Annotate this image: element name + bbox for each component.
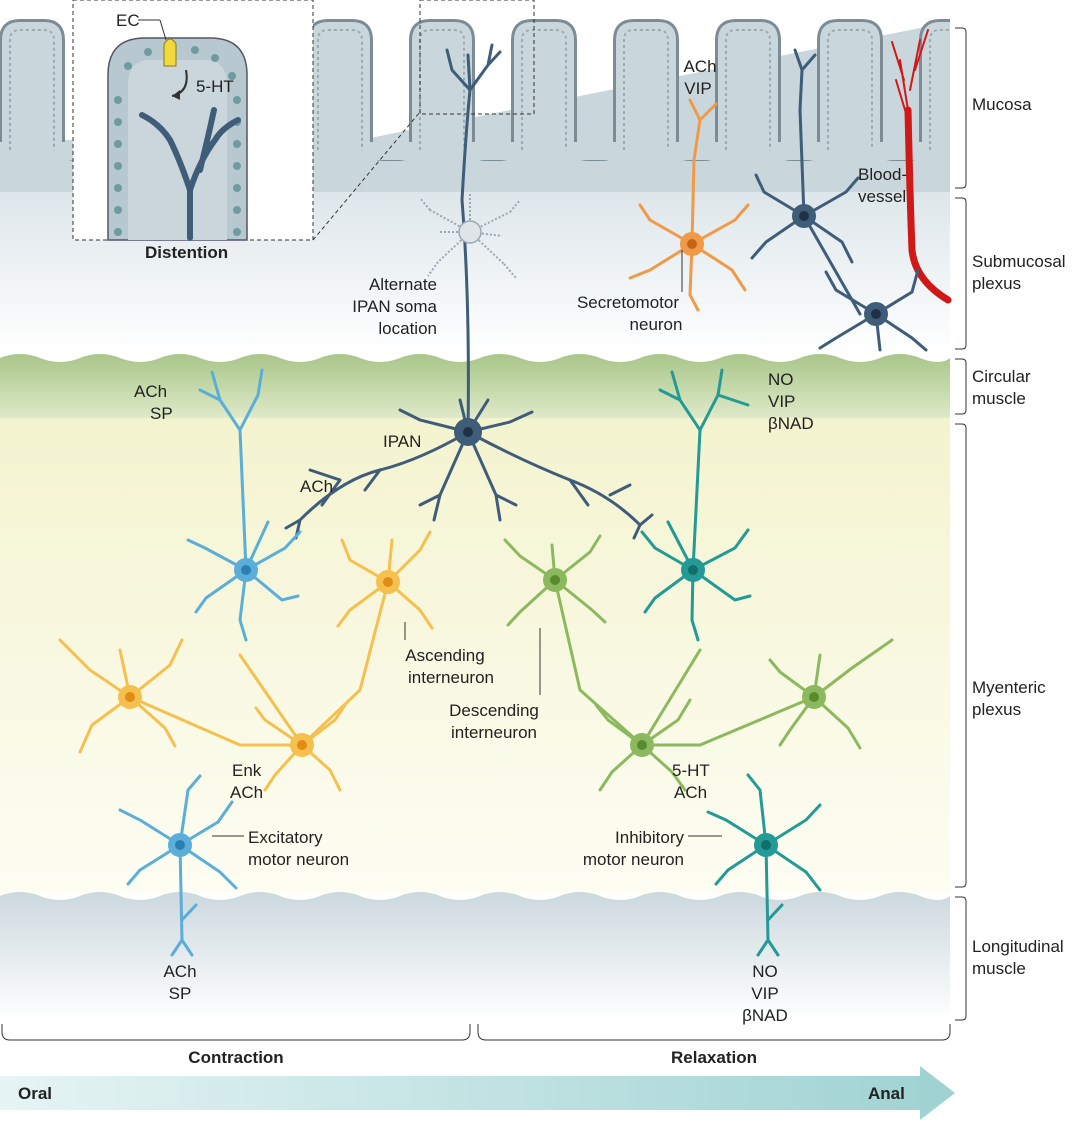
layer-circular-1: Circular <box>972 367 1031 386</box>
ec-cell <box>163 38 177 67</box>
ipan-tx-label: ACh <box>300 477 333 496</box>
secretomotor-label-2: neuron <box>630 315 683 334</box>
alt-ipan-label-2: IPAN soma <box>352 297 437 316</box>
circ-inh-tx-1: NO <box>768 370 794 389</box>
distention-inset: EC 5-HT Distention <box>72 0 535 262</box>
blood-vessel-label-1: Blood- <box>858 165 907 184</box>
ipan-neuron <box>284 43 654 540</box>
descending-label-1: Descending <box>449 701 539 720</box>
circular-muscle-band <box>0 354 950 418</box>
myenteric-band <box>0 418 950 893</box>
layer-mucosa: Mucosa <box>972 95 1032 114</box>
desc-tx-1: 5-HT <box>672 761 710 780</box>
contraction-label: Contraction <box>188 1048 283 1067</box>
alternate-ipan-soma <box>419 192 521 279</box>
secretomotor-tx-1: ACh <box>683 57 716 76</box>
asc-tx-2: ACh <box>230 783 263 802</box>
submucosal-neurons <box>750 48 928 352</box>
secretomotor-tx-2: VIP <box>684 79 711 98</box>
secretomotor-neuron <box>628 98 750 312</box>
layer-longitudinal-1: Longitudinal <box>972 937 1064 956</box>
inhibitory-label-1: Inhibitory <box>615 828 684 847</box>
relaxation-label: Relaxation <box>671 1048 757 1067</box>
asc-tx-1: Enk <box>232 761 262 780</box>
secretomotor-label-1: Secretomotor <box>577 293 679 312</box>
layer-longitudinal-2: muscle <box>972 959 1026 978</box>
circ-exc-tx-2: SP <box>150 404 173 423</box>
circ-exc-tx-1: ACh <box>134 382 167 401</box>
long-exc-tx-1: ACh <box>163 962 196 981</box>
bottom-brackets <box>1 1024 951 1041</box>
leader-lines <box>212 250 722 837</box>
desc-tx-2: ACh <box>674 783 707 802</box>
layer-labels: Mucosa Submucosal plexus Circular muscle… <box>972 95 1066 978</box>
layer-submucosal-1: Submucosal <box>972 252 1066 271</box>
anal-label: Anal <box>868 1084 905 1103</box>
descending-label-2: interneuron <box>451 723 537 742</box>
blood-vessel <box>891 29 952 304</box>
excitatory-motor-neuron-longitudinal <box>118 774 238 957</box>
long-exc-tx-2: SP <box>169 984 192 1003</box>
oral-label: Oral <box>18 1084 52 1103</box>
layer-brackets <box>955 27 967 1021</box>
long-inh-tx-2: VIP <box>751 984 778 1003</box>
longitudinal-muscle-band <box>0 892 950 1020</box>
layer-circular-2: muscle <box>972 389 1026 408</box>
circ-inh-tx-2: VIP <box>768 392 795 411</box>
inhibitory-label-2: motor neuron <box>583 850 684 869</box>
oral-anal-arrow <box>0 1066 955 1120</box>
ipan-label: IPAN <box>383 432 421 451</box>
excitatory-label-2: motor neuron <box>248 850 349 869</box>
circ-inh-tx-3: βNAD <box>768 414 814 433</box>
layer-myenteric-1: Myenteric <box>972 678 1046 697</box>
serotonin-label: 5-HT <box>196 77 234 96</box>
diagram-labels: Blood- vessel Alternate IPAN soma locati… <box>134 57 907 1025</box>
inhibitory-motor-neuron-longitudinal <box>706 773 822 957</box>
excitatory-motor-neuron-circular <box>186 368 302 642</box>
long-inh-tx-3: βNAD <box>742 1006 788 1025</box>
alt-ipan-label-3: location <box>378 319 437 338</box>
blood-vessel-label-2: vessel <box>858 187 906 206</box>
inset-nerve <box>139 107 241 241</box>
ec-label: EC <box>116 11 140 30</box>
alt-ipan-label-1: Alternate <box>369 275 437 294</box>
layer-myenteric-2: plexus <box>972 700 1021 719</box>
layer-submucosal-2: plexus <box>972 274 1021 293</box>
long-inh-tx-1: NO <box>752 962 778 981</box>
excitatory-label-1: Excitatory <box>248 828 323 847</box>
inhibitory-motor-neuron-circular <box>640 368 752 642</box>
ascending-label-1: Ascending <box>405 646 484 665</box>
ascending-label-2: interneuron <box>408 668 494 687</box>
distention-caption: Distention <box>145 243 228 262</box>
mucosa <box>0 19 950 192</box>
